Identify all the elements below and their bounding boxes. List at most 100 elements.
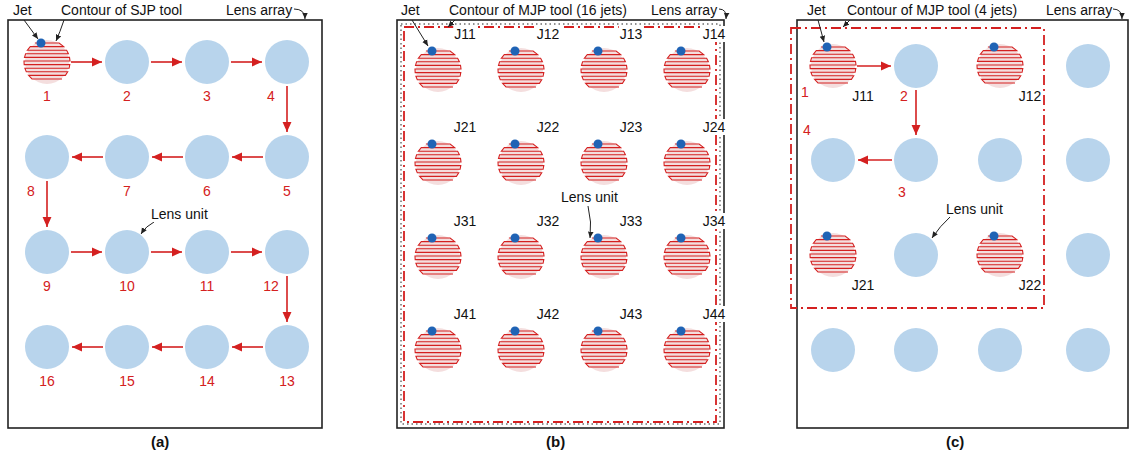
lens-disc [665, 141, 709, 185]
lens-unit: 7 [105, 135, 149, 179]
jet-label: J34 [702, 213, 727, 229]
sequence-number: 12 [262, 278, 280, 294]
lens-unit-shape-group [265, 230, 309, 274]
lens-unit-shape-group [415, 234, 461, 280]
leader-line [932, 217, 950, 238]
lens-unit: 3 [185, 40, 229, 84]
raster-path [581, 51, 627, 87]
sequence-number: 7 [122, 183, 132, 199]
path-arrow [231, 61, 262, 63]
lens-disc [185, 230, 229, 274]
lens-disc [811, 44, 855, 88]
jet-label: J22 [536, 119, 561, 135]
jet-dot [511, 234, 520, 243]
leader-line [1113, 9, 1122, 19]
jet-label: J11 [453, 26, 477, 42]
lens-disc [416, 141, 460, 185]
lens-unit-shape [665, 48, 709, 92]
lens-unit-shape-group [810, 232, 856, 278]
lens-unit: J33 [582, 235, 626, 279]
lens-disc [416, 48, 460, 92]
lens-unit: 1 [25, 40, 69, 84]
lens-unit [1066, 328, 1110, 372]
lens-unit-shape-group [894, 44, 938, 88]
raster-path [415, 238, 461, 274]
lens-disc [978, 44, 1022, 88]
lens-array-frame [397, 20, 724, 428]
raster-path [581, 144, 627, 180]
lens-unit-shape-group [977, 232, 1023, 278]
lens-unit-shape [665, 328, 709, 372]
raster-path [977, 236, 1023, 272]
lens-unit: 15 [105, 325, 149, 369]
callout-label: Lens unit [945, 201, 1004, 217]
lens-unit-group [811, 44, 1110, 372]
lens-unit: J31 [416, 235, 460, 279]
jet-label: J41 [453, 306, 478, 322]
lens-unit-shape-group [265, 325, 309, 369]
raster-path [664, 238, 710, 274]
lens-unit: J42 [499, 328, 543, 372]
jet-label: J12 [536, 26, 561, 42]
lens-unit [978, 328, 1022, 372]
panel-caption: (b) [545, 434, 566, 450]
lens-unit-shape-group [25, 230, 69, 274]
lens-disc [582, 328, 626, 372]
callout-label: Lens unit [150, 206, 209, 222]
jet-dot [594, 140, 603, 149]
raster-path [498, 238, 544, 274]
lens-disc [416, 235, 460, 279]
lens-unit-shape [665, 235, 709, 279]
lens-unit-shape [265, 325, 309, 369]
lens-disc [665, 328, 709, 372]
lens-unit-shape-group [581, 234, 627, 280]
raster-path [498, 51, 544, 87]
lens-unit-shape [185, 135, 229, 179]
callout-label: Lens array [1045, 2, 1113, 18]
lens-unit: J12 [499, 48, 543, 92]
lens-unit-shape [811, 233, 855, 277]
jet-label: J42 [536, 306, 561, 322]
lens-disc [105, 40, 149, 84]
lens-unit-shape [582, 235, 626, 279]
sequence-number: 2 [122, 88, 132, 104]
lens-disc [499, 328, 543, 372]
lens-disc [105, 135, 149, 179]
lens-unit-shape [499, 328, 543, 372]
sequence-number: 10 [118, 278, 136, 294]
leader-line [294, 9, 305, 19]
path-arrow [71, 61, 102, 63]
lens-unit-shape-group [105, 230, 149, 274]
lens-unit-shape [582, 328, 626, 372]
lens-unit-shape [416, 141, 460, 185]
sequence-number: 11 [199, 278, 216, 294]
jet-label: J14 [702, 26, 727, 42]
lens-unit [894, 328, 938, 372]
jet-label: J32 [536, 213, 561, 229]
callout-label: Lens unit [560, 189, 619, 205]
lens-unit-shape-group [415, 140, 461, 186]
raster-path [810, 236, 856, 272]
jet-dot [594, 47, 603, 56]
lens-unit-shape-group [810, 43, 856, 89]
lens-unit-shape-group [664, 140, 710, 186]
lens-unit-shape [185, 40, 229, 84]
lens-unit: J44 [665, 328, 709, 372]
lens-unit-shape [25, 135, 69, 179]
lens-unit: 3 [894, 138, 938, 182]
sequence-number: 3 [202, 88, 212, 104]
lens-unit-shape-group [105, 135, 149, 179]
lens-unit [1066, 233, 1110, 277]
lens-disc [265, 230, 309, 274]
lens-disc [185, 135, 229, 179]
lens-unit [1066, 44, 1110, 88]
raster-path [664, 331, 710, 367]
jet-dot [990, 43, 999, 52]
lens-disc [416, 328, 460, 372]
lens-unit: J21 [811, 233, 855, 277]
lens-unit-shape [416, 328, 460, 372]
lens-disc [499, 141, 543, 185]
lens-unit-shape-group [977, 43, 1023, 89]
jet-label: J31 [453, 213, 478, 229]
